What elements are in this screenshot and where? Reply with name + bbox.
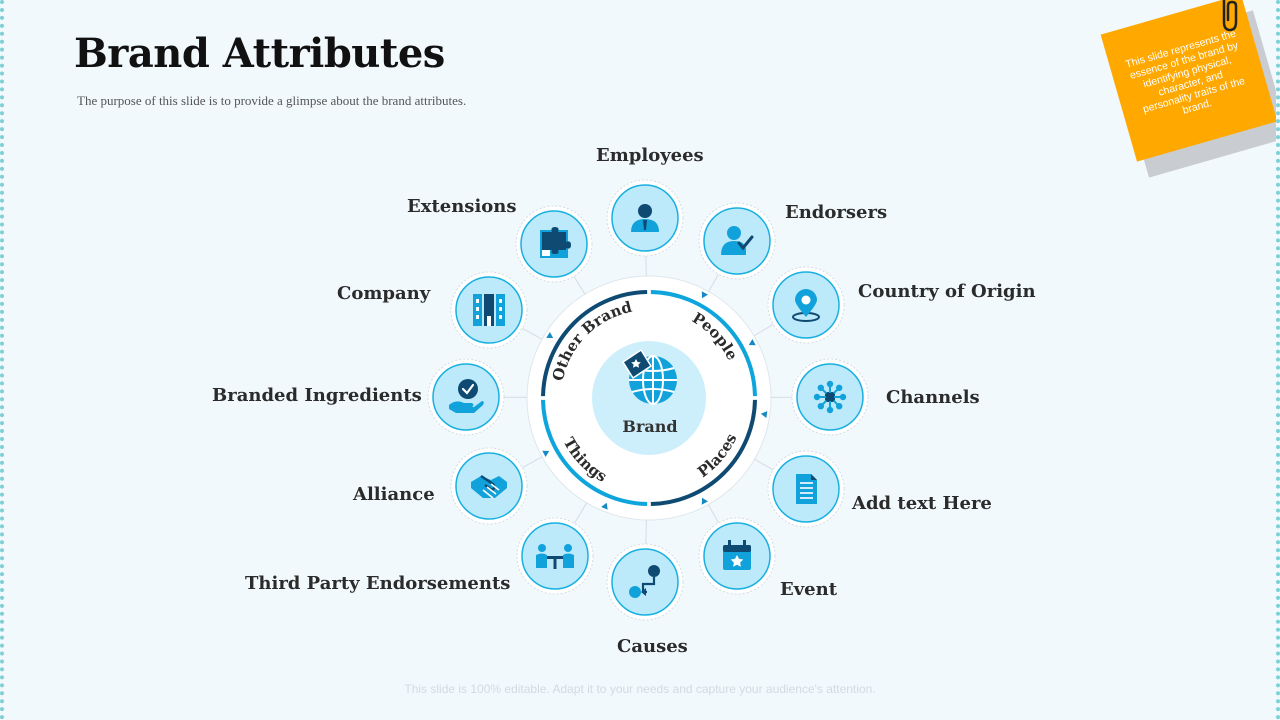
attribute-label-alliance: Alliance — [353, 484, 435, 505]
slide-title: Brand Attributes — [74, 30, 445, 77]
document-icon — [796, 474, 817, 504]
puzzle-icon — [540, 227, 571, 258]
sticky-note-text: This slide represents the essence of the… — [1124, 27, 1247, 117]
attribute-label-country-of-origin: Country of Origin — [858, 281, 1036, 302]
ring-marker — [546, 331, 554, 339]
ring-marker — [601, 502, 608, 510]
connector-extensions — [573, 276, 586, 295]
connector-company — [522, 327, 543, 340]
sector-arc-other-brand — [541, 290, 648, 397]
globe-tag-icon — [621, 348, 677, 405]
attribute-label-third-party-endorsements: Third Party Endorsements — [245, 573, 511, 594]
attribute-label-employees: Employees — [596, 145, 704, 166]
network-icon — [813, 380, 847, 414]
sector-arc-places — [650, 399, 757, 506]
attribute-label-endorsers: Endorsers — [785, 202, 888, 223]
connector-event — [707, 504, 719, 524]
paper-clip-icon — [1222, 0, 1238, 32]
handshake-icon — [471, 474, 507, 499]
attribute-label-event: Event — [780, 579, 838, 600]
calendar-star-icon — [723, 540, 751, 570]
employee-icon — [631, 204, 659, 232]
attribute-label-add-text-here: Add text Here — [852, 493, 992, 514]
ring-marker — [542, 450, 550, 457]
connector-alliance — [522, 456, 543, 469]
meeting-table-icon — [536, 544, 574, 569]
attribute-label-extensions: Extensions — [407, 196, 517, 217]
building-icon — [473, 294, 505, 326]
flow-arrow-icon — [629, 565, 660, 598]
ring-marker — [701, 291, 708, 299]
ring-marker — [701, 497, 708, 505]
endorser-icon — [721, 226, 754, 255]
location-pin-icon — [792, 289, 820, 322]
connector-causes — [645, 519, 647, 545]
slide-footer: This slide is 100% editable. Adapt it to… — [404, 682, 876, 696]
sector-arc-people — [650, 290, 757, 397]
slide-subtitle: The purpose of this slide is to provide … — [77, 93, 467, 108]
node-causes — [606, 543, 684, 621]
attribute-label-causes: Causes — [617, 636, 688, 657]
ring-marker — [748, 339, 756, 346]
brand-label: Brand — [622, 417, 677, 436]
ring-marker — [760, 411, 768, 419]
hand-badge-icon — [449, 379, 484, 413]
attribute-label-branded-ingredients: Branded Ingredients — [212, 385, 422, 406]
sector-arc-things — [541, 399, 648, 506]
connector-country-of-origin — [753, 323, 774, 337]
connector-endorsers — [708, 273, 719, 292]
attribute-label-channels: Channels — [886, 387, 980, 408]
attribute-label-company: Company — [337, 283, 431, 304]
node-endorsers — [698, 202, 776, 280]
connector-third-party-endorsements — [573, 502, 588, 524]
connector-add-text-here — [754, 458, 774, 471]
